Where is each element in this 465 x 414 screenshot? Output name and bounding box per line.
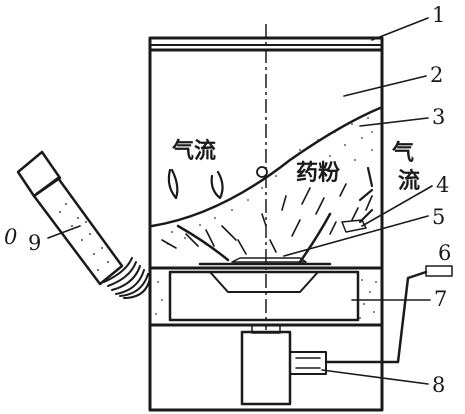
side-button <box>341 219 367 233</box>
airflow-arrows-left <box>167 168 224 200</box>
tube-texture <box>59 203 109 271</box>
leader-1 <box>371 17 429 41</box>
powder-mound <box>150 106 382 255</box>
callout-6: 6 <box>438 241 451 265</box>
callout-2: 2 <box>430 63 443 87</box>
callout-5: 5 <box>432 205 445 229</box>
power-cord <box>324 265 453 364</box>
powder-surface-line <box>150 106 382 228</box>
callout-7: 7 <box>434 287 447 311</box>
funnel-right-wall <box>298 212 332 264</box>
callout-4: 4 <box>436 173 449 197</box>
tube-bellows <box>103 257 151 299</box>
label-stray-mark: 0 <box>4 225 17 249</box>
powder-particles <box>161 183 373 255</box>
leader-lines <box>47 17 433 385</box>
tube-mouth <box>16 150 62 198</box>
funnel <box>176 212 332 264</box>
powder-texture <box>167 117 373 245</box>
leader-2 <box>343 75 427 97</box>
callout-3: 3 <box>432 105 445 129</box>
plug <box>425 265 453 277</box>
powder-plate <box>198 257 332 266</box>
callout-9: 9 <box>28 231 41 255</box>
label-airflow-right-bottom: 流 <box>398 168 420 194</box>
leader-3 <box>359 117 429 127</box>
mouthpiece-tube <box>16 150 151 299</box>
leader-9 <box>47 225 81 239</box>
callout-8: 8 <box>432 373 445 397</box>
label-airflow-right-top: 气 <box>391 140 414 166</box>
cavity-ridge <box>209 271 319 293</box>
label-powder: 药粉 <box>296 161 340 186</box>
airflow-arrow-1 <box>167 168 179 200</box>
lower-texture <box>155 279 377 319</box>
airflow-arrows-right <box>358 166 374 224</box>
leader-8 <box>321 369 429 385</box>
label-airflow-left: 气流 <box>171 138 216 164</box>
callout-1: 1 <box>432 3 445 27</box>
inner-cavity <box>168 270 360 322</box>
leader-4 <box>361 185 433 227</box>
leader-5 <box>283 215 429 257</box>
funnel-left-wall <box>176 224 230 262</box>
axis-pivot <box>256 166 268 178</box>
airflow-arrow-2 <box>210 170 224 200</box>
